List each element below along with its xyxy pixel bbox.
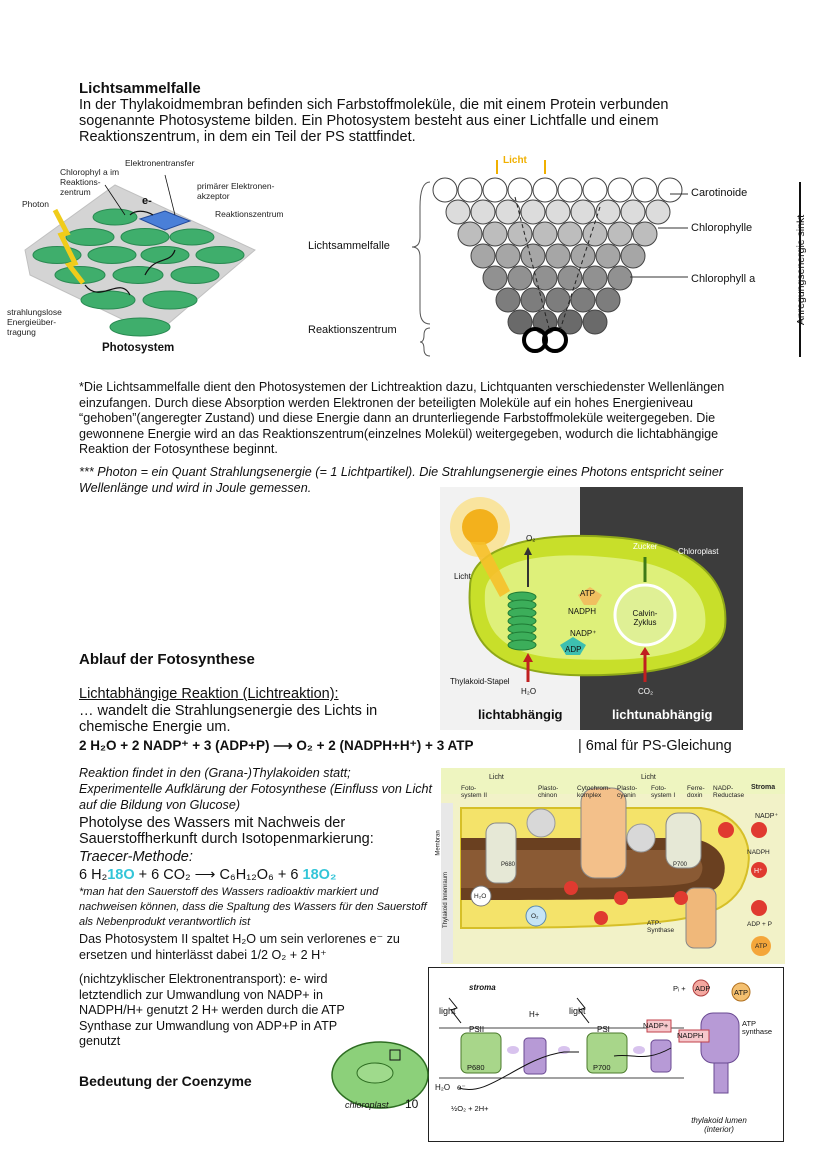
subtitle-lichtreaktion: Lichtabhängige Reaktion (Lichtreaktion): (79, 686, 339, 702)
sketch-label-nadp: NADP+ (643, 1021, 669, 1030)
label-fotosystem-1: Foto- system I (651, 785, 676, 799)
sketch-label-light-2: light (569, 1006, 586, 1016)
section-title-lichtsammelfalle: Lichtsammelfalle (79, 80, 201, 97)
label-zucker: Zucker (633, 542, 658, 551)
label-h2o: H₂O (474, 893, 487, 900)
label-strahlungslos: strahlungslose Energieüber- tragung (7, 307, 62, 337)
text-photosystem2: Das Photosystem II spaltet H₂O um sein v… (79, 932, 400, 962)
text-radioaktiv: *man hat den Sauerstoff des Wassers radi… (79, 886, 427, 928)
label-innenraum: Thylakoid Innenraum (443, 871, 449, 928)
equation-note: | 6mal für PS-Gleichung (578, 738, 732, 754)
sketch-label-p680: P680 (467, 1063, 485, 1072)
label-nadph: NADPH (568, 607, 597, 616)
label-chloroplast: Chloroplast (678, 547, 719, 556)
eq-isotope: 18O (107, 867, 135, 883)
label-atp-synthase: ATP- Synthase (647, 920, 675, 934)
sketch-label-psi: PSI (597, 1025, 610, 1034)
label-plastocyanin: Plasto- cyanin (617, 785, 638, 799)
label-o2: O₂ (531, 913, 539, 920)
label-e: e- (142, 195, 152, 207)
photosystem-caption: Photosystem (102, 342, 175, 354)
sketch-label-light-1: light (439, 1006, 456, 1016)
note-photon: *** Photon = ein Quant Strahlungsenergie… (79, 465, 724, 495)
page-number: 10 (405, 1097, 419, 1111)
caption-lichtabhaengig: lichtabhängig (478, 707, 563, 722)
label-licht: Licht (454, 572, 471, 581)
equation-tracer: 6 H₂18O + 6 CO₂ ⟶ C₆H₁₂O₆ + 6 18O₂ (79, 867, 336, 883)
label-adp: ADP (565, 645, 582, 654)
label-nadph: NADPH (747, 849, 770, 856)
label-licht-1: Licht (489, 774, 504, 781)
label-atp: ATP (580, 589, 595, 598)
eq-part-b: + 6 CO₂ ⟶ C₆H₁₂O₆ + 6 (134, 867, 303, 883)
sketch-label-h2o: H₂O (435, 1083, 451, 1092)
line-wandelt: … wandelt die Strahlungsenergie des Lich… (79, 703, 378, 735)
funnel-figure: Licht Lichtsammelfalle Reaktionszentrum … (300, 152, 810, 362)
label-fotosystem-2: Foto- system II (461, 785, 488, 799)
eq-isotope-2: 18O₂ (302, 867, 337, 883)
sketch-label-atp: ATP (734, 988, 749, 997)
sketch-label-e: e⁻ (457, 1083, 466, 1092)
label-hplus: H⁺ (754, 868, 763, 875)
text-photolyse: Photolyse des Wassers mit Nachweis der S… (79, 815, 374, 847)
caption-lichtunabhaengig: lichtunabhängig (612, 707, 713, 722)
label-chlorophyll-a: Chlorophyll a (691, 273, 756, 285)
label-membran: Membran (435, 830, 442, 856)
label-reaktionszentrum: Reaktionszentrum (308, 324, 397, 336)
section-title-ablauf: Ablauf der Fotosynthese (79, 651, 255, 668)
label-atp: ATP (755, 943, 768, 950)
eq-part-a: 6 H₂ (79, 867, 108, 883)
sketch-label-stroma: stroma (469, 983, 496, 992)
text-elektronentransport: (nichtzyklischer Elektronentransport): e… (79, 972, 345, 1049)
label-carotinoide: Carotinoide (691, 187, 748, 199)
label-calvin: Calvin- Zyklus (632, 609, 658, 627)
sketch-figure: stroma light light PSII PSI H+ P680 P700… (428, 967, 784, 1142)
label-cytochrom: Cytochrom- komplex (577, 785, 611, 799)
intro-paragraph: In der Thylakoidmembran befinden sich Fa… (79, 97, 669, 145)
chloroplast-figure: O₂ Zucker Chloroplast Licht ATP NADPH NA… (440, 487, 743, 730)
label-licht-2: Licht (641, 774, 656, 781)
note-lichtsammelfalle: *Die Lichtsammelfalle dient den Photosys… (79, 380, 725, 457)
label-adp: ADP + P (747, 921, 772, 928)
label-stroma: Stroma (751, 784, 776, 791)
sketch-label-o2: ½O₂ + 2H+ (451, 1104, 489, 1113)
label-reaktionszentrum: Reaktionszentrum (215, 209, 284, 219)
label-co2: CO₂ (638, 687, 654, 696)
membrane-figure: Licht Licht Foto- system II Plasto- chin… (436, 768, 785, 964)
sketch-label-lumen: thylakoid lumen (interior) (691, 1116, 747, 1134)
label-nadp: NADP⁺ (755, 813, 779, 820)
label-o2: O₂ (526, 534, 536, 543)
text-grana: Reaktion findet in den (Grana-)Thylakoid… (79, 766, 433, 812)
label-plastochinon: Plasto- chinon (538, 785, 559, 799)
chloroplast-sketch (330, 1035, 430, 1115)
label-elektronentransfer: Elektronentransfer (125, 158, 195, 168)
label-chloroplast-sketch: chloroplast (345, 1100, 389, 1110)
section-title-coenzyme: Bedeutung der Coenzyme (79, 1073, 252, 1089)
label-licht: Licht (503, 155, 527, 166)
sketch-label-nadph: NADPH (677, 1031, 704, 1040)
sketch-label-adp: ADP (695, 984, 711, 993)
photosystem-figure: Chlorophyl a im Reaktions- zentrum Elekt… (5, 155, 284, 360)
sketch-label-p700: P700 (593, 1063, 611, 1072)
sketch-label-pi: Pᵢ + (673, 984, 686, 993)
label-akzeptor: primärer Elektronen- akzeptor (197, 181, 275, 201)
label-lichtsammelfalle: Lichtsammelfalle (308, 240, 390, 252)
label-thylakoid-stapel: Thylakoid-Stapel (450, 677, 510, 686)
label-nadp-reductase: NADP- Reductase (713, 785, 745, 799)
label-photon: Photon (22, 199, 49, 209)
equation-lichtreaktion: 2 H₂O + 2 NADP⁺ + 3 (ADP+P) ⟶ O₂ + 2 (NA… (79, 738, 474, 753)
sketch-label-psii: PSII (469, 1025, 485, 1034)
label-h2o: H₂O (521, 687, 537, 696)
label-p700: P700 (673, 862, 688, 868)
label-p680: P680 (501, 862, 516, 868)
text-tracer: Traecer-Methode: (79, 849, 193, 865)
sketch-label-hplus: H+ (529, 1010, 540, 1019)
label-ferredoxin: Ferre- doxin (687, 785, 705, 799)
label-chlorophyll: Chlorophyl a im Reaktions- zentrum (60, 167, 120, 197)
label-anregungsenergie: Anregungsenergie sinkt (795, 214, 807, 326)
sketch-label-atp-synthase: ATP synthase (742, 1019, 773, 1036)
label-chlorophylle: Chlorophylle (691, 222, 753, 234)
label-nadp: NADP⁺ (570, 629, 597, 638)
